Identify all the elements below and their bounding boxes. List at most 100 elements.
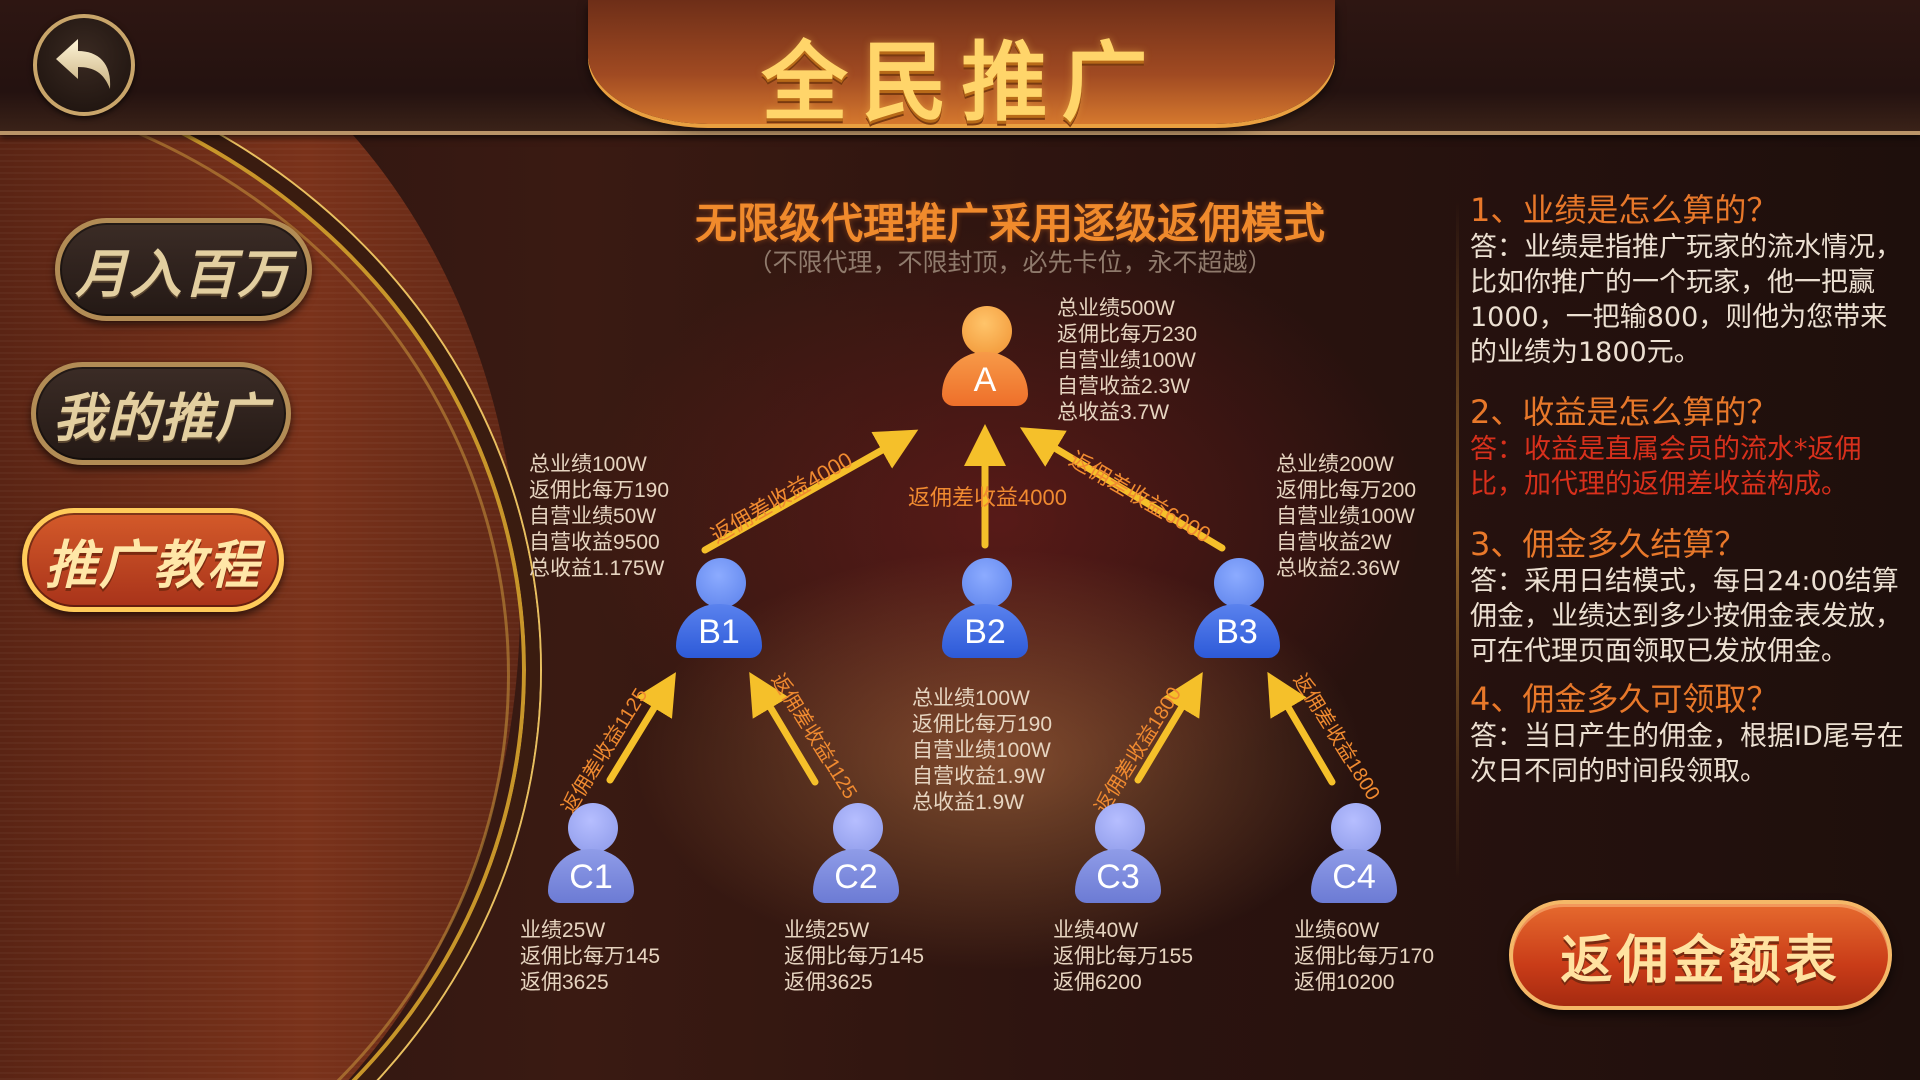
stat-line: 自营业绩100W: [912, 739, 1051, 762]
node-c3-stats: 业绩40W 返佣比每万155 返佣6200: [1053, 918, 1193, 996]
node-c2-stats: 业绩25W 返佣比每万145 返佣3625: [784, 918, 924, 996]
stat-line: 自营收益1.9W: [912, 765, 1046, 788]
rebate-table-label: 返佣金额表: [1560, 930, 1841, 991]
rebate-table-button[interactable]: 返佣金额表: [1509, 900, 1892, 1010]
avatar-body: C4: [1311, 849, 1397, 903]
stat-line: 自营收益9500: [529, 531, 660, 554]
stat-line: 总收益1.9W: [912, 791, 1025, 814]
back-arrow-icon: [56, 39, 111, 89]
stat-line: 自营收益2.3W: [1057, 375, 1191, 398]
sidebar-item-label: 推广教程: [44, 535, 261, 596]
stat-line: 自营业绩100W: [1057, 349, 1196, 372]
edge-label-c1-b1: 返佣差收益1125: [557, 684, 653, 818]
stat-line: 返佣10200: [1294, 971, 1395, 994]
node-label: B3: [1216, 613, 1258, 651]
faq-answer: 答：收益是直属会员的流水*返佣比，加代理的返佣差收益构成。: [1470, 434, 1862, 500]
sidebar-item-monthly-million[interactable]: 月入百万: [55, 218, 312, 321]
stat-line: 返佣比每万190: [529, 479, 670, 502]
faq-answer: 答：业绩是指推广玩家的流水情况，比如你推广的一个玩家，他一把赢1000，一把输8…: [1470, 232, 1902, 368]
avatar-body: B1: [676, 604, 762, 658]
node-a-stats: 总业绩500W 返佣比每万230 自营业绩100W 自营收益2.3W 总收益3.…: [1057, 296, 1197, 426]
node-b1-stats: 总业绩100W 返佣比每万190 自营业绩50W 自营收益9500 总收益1.1…: [529, 452, 669, 582]
node-b1: B1: [672, 558, 766, 668]
node-b3-stats: 总业绩200W 返佣比每万200 自营业绩100W 自营收益2W 总收益2.36…: [1276, 452, 1416, 582]
stat-line: 返佣比每万170: [1294, 945, 1435, 968]
stat-line: 业绩60W: [1294, 919, 1380, 942]
node-label: C1: [569, 858, 613, 896]
diagram-subheading: （不限代理，不限封顶，必先卡位，永不超越）: [747, 248, 1273, 277]
node-b3: B3: [1190, 558, 1284, 668]
stat-line: 返佣3625: [520, 971, 609, 994]
stat-line: 返佣比每万145: [520, 945, 661, 968]
faq-question: 4、佣金多久可领取？: [1470, 680, 1779, 718]
stat-line: 业绩25W: [520, 919, 606, 942]
sidebar-item-label: 月入百万: [75, 245, 292, 305]
header-bar: 全民推广: [0, 0, 1920, 135]
avatar-body: C3: [1075, 849, 1161, 903]
sidebar-item-my-promotion[interactable]: 我的推广: [31, 362, 291, 465]
stat-line: 总业绩100W: [912, 687, 1030, 710]
stat-line: 返佣3625: [784, 971, 873, 994]
title-banner: 全民推广: [588, 0, 1335, 133]
edge-label-b3-a: 返佣差收益6000: [1065, 446, 1216, 548]
node-c2: C2: [809, 803, 903, 913]
sidebar-item-label: 我的推广: [52, 389, 269, 449]
avatar-body: A: [942, 352, 1028, 406]
edge-label-c3-b3: 返佣差收益1800: [1090, 683, 1187, 818]
stat-line: 返佣6200: [1053, 971, 1142, 994]
faq-answer: 答：当日产生的佣金，根据ID尾号在次日不同的时间段领取。: [1470, 721, 1904, 787]
avatar-body: B2: [942, 604, 1028, 658]
stat-line: 总业绩100W: [529, 453, 647, 476]
faq-panel: 1、业绩是怎么算的？ 答：业绩是指推广玩家的流水情况，比如你推广的一个玩家，他一…: [1470, 190, 1910, 789]
stat-line: 总收益2.36W: [1276, 557, 1400, 580]
back-button[interactable]: [33, 14, 135, 116]
stat-line: 返佣比每万200: [1276, 479, 1417, 502]
node-label: A: [973, 361, 997, 399]
stat-line: 返佣比每万155: [1053, 945, 1194, 968]
avatar-head: [833, 803, 883, 853]
stat-line: 总收益3.7W: [1057, 401, 1170, 424]
page-title: 全民推广: [761, 33, 1162, 133]
avatar-head: [696, 558, 746, 608]
node-label: C2: [834, 858, 878, 896]
avatar-body: C1: [548, 849, 634, 903]
edge-label-c2-b1: 返佣差收益1125: [766, 669, 861, 803]
sidebar-item-promotion-tutorial[interactable]: 推广教程: [22, 508, 284, 612]
node-label: C4: [1332, 858, 1376, 896]
edge-label-b1-a: 返佣差收益4000: [706, 446, 857, 549]
avatar-head: [962, 558, 1012, 608]
faq-answer: 答：采用日结模式，每日24:00结算佣金，业绩达到多少按佣金表发放，可在代理页面…: [1470, 566, 1902, 667]
stat-line: 业绩25W: [784, 919, 870, 942]
node-c4: C4: [1307, 803, 1401, 913]
node-label: B2: [964, 613, 1006, 651]
faq-question: 2、收益是怎么算的？: [1470, 393, 1779, 431]
stat-line: 总收益1.175W: [529, 557, 665, 580]
avatar-body: C2: [813, 849, 899, 903]
stat-line: 自营业绩100W: [1276, 505, 1415, 528]
node-label: C3: [1096, 858, 1140, 896]
avatar-body: B3: [1194, 604, 1280, 658]
node-c4-stats: 业绩60W 返佣比每万170 返佣10200: [1294, 918, 1434, 996]
avatar-head: [1214, 558, 1264, 608]
faq-divider: [1456, 200, 1459, 880]
stat-line: 返佣比每万145: [784, 945, 925, 968]
avatar-head: [1095, 803, 1145, 853]
avatar-head: [568, 803, 618, 853]
node-label: B1: [698, 613, 740, 651]
stat-line: 返佣比每万190: [912, 713, 1053, 736]
node-a: A: [938, 306, 1032, 416]
avatar-head: [1331, 803, 1381, 853]
faq-question: 3、佣金多久结算？: [1470, 525, 1747, 563]
node-c1: C1: [544, 803, 638, 913]
node-c1-stats: 业绩25W 返佣比每万145 返佣3625: [520, 918, 660, 996]
node-b2-stats: 总业绩100W 返佣比每万190 自营业绩100W 自营收益1.9W 总收益1.…: [912, 686, 1052, 816]
stat-line: 总业绩500W: [1057, 297, 1175, 320]
node-b2: B2: [938, 558, 1032, 668]
diagram-heading: 无限级代理推广采用逐级返佣模式: [694, 199, 1325, 248]
faq-question: 1、业绩是怎么算的？: [1470, 191, 1779, 229]
stat-line: 自营业绩50W: [529, 505, 657, 528]
node-c3: C3: [1071, 803, 1165, 913]
edge-label-b2-a: 返佣差收益4000: [908, 485, 1067, 510]
stat-line: 返佣比每万230: [1057, 323, 1198, 346]
